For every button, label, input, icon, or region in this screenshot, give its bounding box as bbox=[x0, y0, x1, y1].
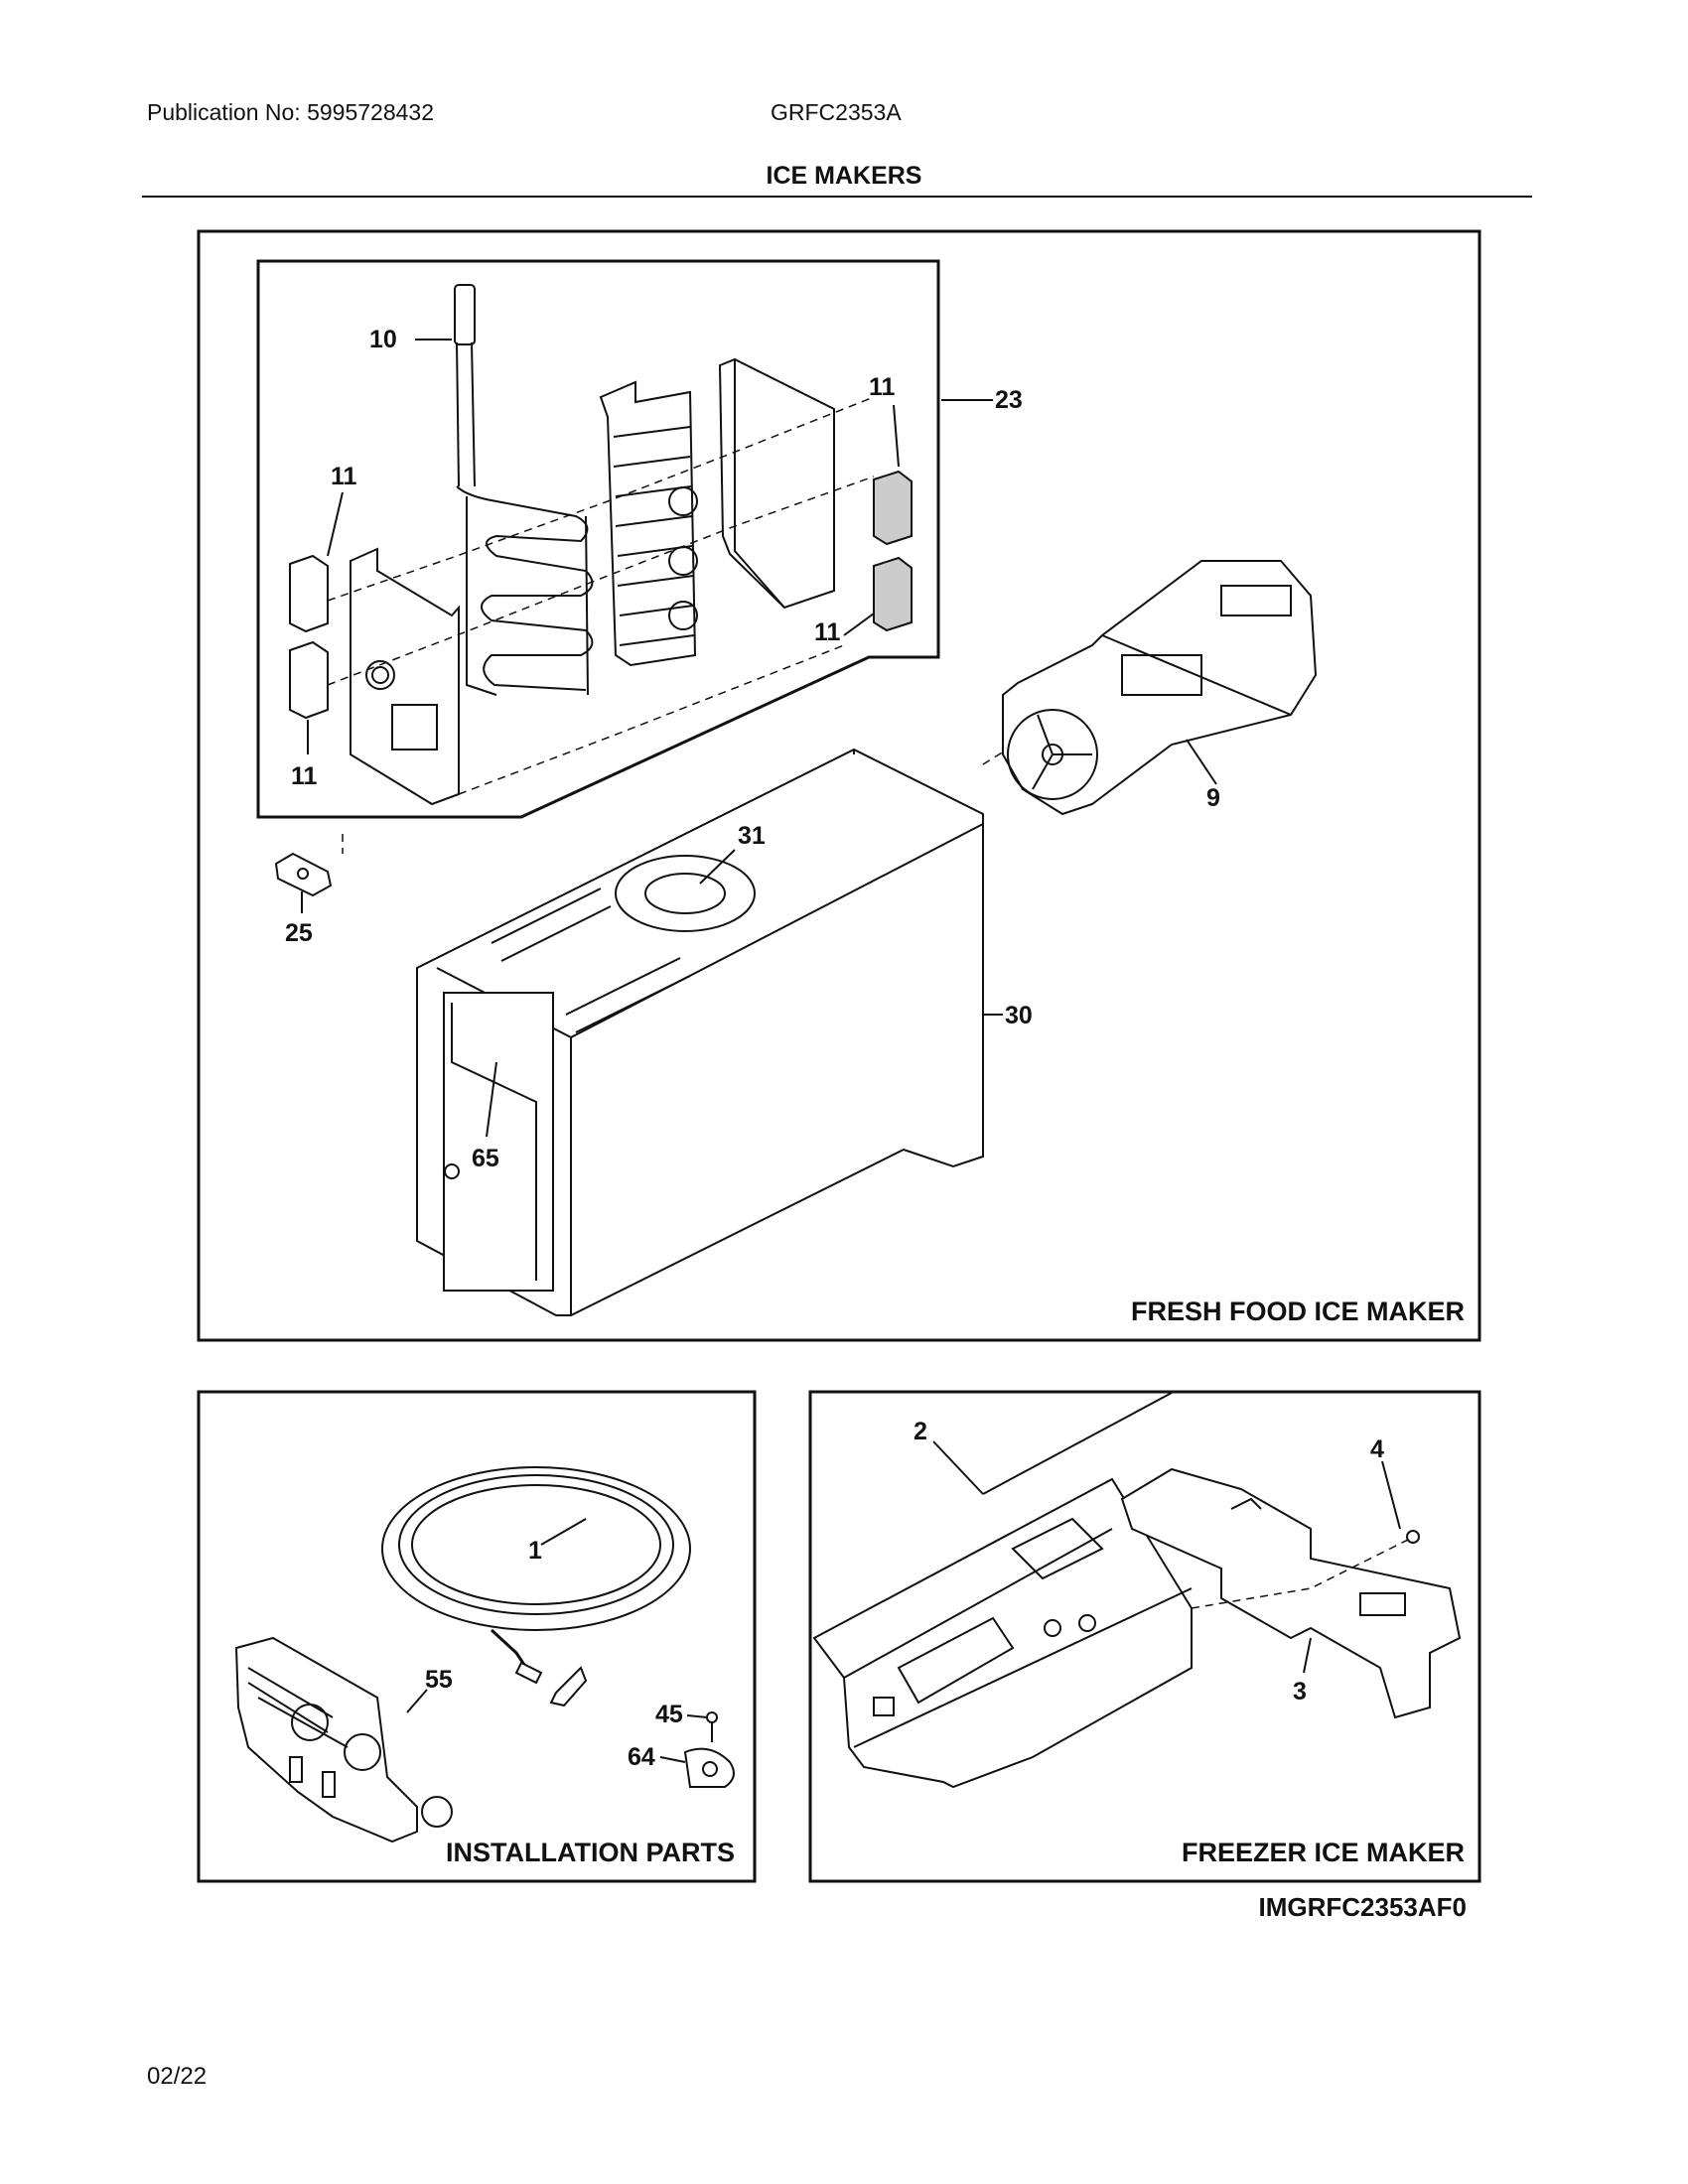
evaporator-cover-part bbox=[350, 547, 460, 806]
callout-9: 9 bbox=[1206, 784, 1220, 812]
callout-3: 3 bbox=[1293, 1678, 1307, 1706]
bracket-clip-part bbox=[274, 852, 333, 897]
tube-clamp-part bbox=[683, 1747, 735, 1788]
model-number: GRFC2353A bbox=[771, 99, 902, 125]
installation-panel-frame bbox=[197, 1390, 757, 1883]
callout-25: 25 bbox=[285, 919, 313, 947]
freezer-panel-label: FREEZER ICE MAKER bbox=[1182, 1838, 1465, 1867]
ice-maker-unit-part bbox=[1002, 560, 1318, 816]
page-number: 02/22 bbox=[147, 2063, 208, 2090]
header-rule bbox=[142, 196, 1532, 198]
callout-4: 4 bbox=[1370, 1435, 1384, 1463]
callout-45: 45 bbox=[655, 1701, 683, 1728]
fin-pack-part bbox=[599, 380, 698, 667]
freezer-ice-maker-housing-part bbox=[812, 1477, 1193, 1789]
fresh-food-panel-frame bbox=[197, 229, 1481, 1342]
freezer-panel-frame bbox=[808, 1390, 1481, 1883]
installation-panel-label: INSTALLATION PARTS bbox=[446, 1838, 735, 1867]
fresh-food-panel-label: FRESH FOOD ICE MAKER bbox=[1131, 1297, 1465, 1326]
callout-23: 23 bbox=[995, 386, 1023, 414]
ice-bucket-housing-part bbox=[416, 748, 984, 1316]
callout-11: 11 bbox=[291, 762, 318, 790]
callout-11: 11 bbox=[869, 373, 896, 401]
callout-55: 55 bbox=[425, 1666, 453, 1694]
installation-leaders bbox=[406, 1518, 708, 1763]
clip-part bbox=[289, 470, 913, 720]
callout-11: 11 bbox=[814, 618, 841, 646]
callout-64: 64 bbox=[628, 1743, 655, 1771]
callout-2: 2 bbox=[914, 1418, 927, 1445]
publication-number: Publication No: 5995728432 bbox=[147, 99, 435, 125]
callout-31: 31 bbox=[738, 822, 766, 850]
page-title: ICE MAKERS bbox=[766, 162, 922, 190]
evaporator-assembly-frame bbox=[256, 259, 940, 819]
callout-11: 11 bbox=[331, 463, 357, 490]
freezer-screw-part bbox=[1406, 1530, 1420, 1544]
water-tube-part bbox=[381, 1466, 691, 1707]
callout-1: 1 bbox=[528, 1537, 542, 1565]
fresh-food-leaders bbox=[301, 339, 1217, 1138]
screw-part bbox=[706, 1711, 718, 1742]
evaporator-coil-part bbox=[454, 284, 594, 696]
callout-10: 10 bbox=[369, 326, 397, 353]
freezer-ice-bin-tray-part bbox=[1120, 1467, 1462, 1719]
duct-shield-part bbox=[718, 357, 835, 610]
image-code: IMGRFC2353AF0 bbox=[1258, 1892, 1468, 1922]
freezer-guide-lines bbox=[1191, 1538, 1411, 1609]
water-valve-part bbox=[234, 1636, 453, 1843]
callout-30: 30 bbox=[1005, 1002, 1033, 1029]
callout-65: 65 bbox=[472, 1145, 499, 1172]
freezer-leaders bbox=[932, 1392, 1401, 1674]
